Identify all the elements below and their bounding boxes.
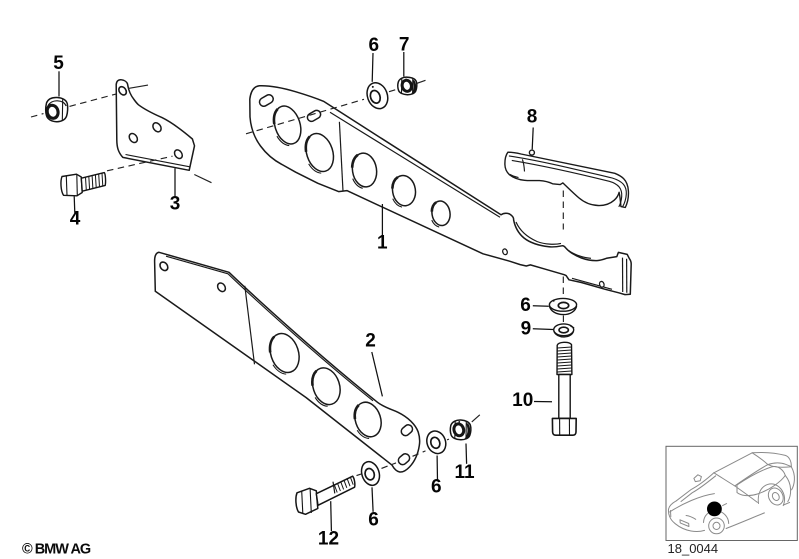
- svg-text:11: 11: [454, 462, 475, 483]
- svg-text:9: 9: [521, 319, 532, 340]
- svg-text:6: 6: [369, 35, 380, 56]
- svg-text:18_0044: 18_0044: [668, 541, 719, 556]
- svg-text:2: 2: [365, 330, 376, 351]
- svg-text:4: 4: [70, 208, 81, 229]
- svg-text:7: 7: [399, 35, 410, 56]
- svg-text:10: 10: [512, 390, 533, 411]
- svg-text:3: 3: [170, 194, 181, 215]
- svg-text:8: 8: [527, 107, 538, 128]
- svg-text:6: 6: [431, 476, 442, 497]
- svg-text:© BMW AG: © BMW AG: [22, 542, 91, 558]
- svg-text:6: 6: [520, 295, 531, 316]
- svg-text:12: 12: [318, 529, 339, 550]
- svg-text:5: 5: [53, 53, 64, 74]
- svg-text:6: 6: [368, 509, 379, 530]
- svg-text:1: 1: [377, 232, 388, 253]
